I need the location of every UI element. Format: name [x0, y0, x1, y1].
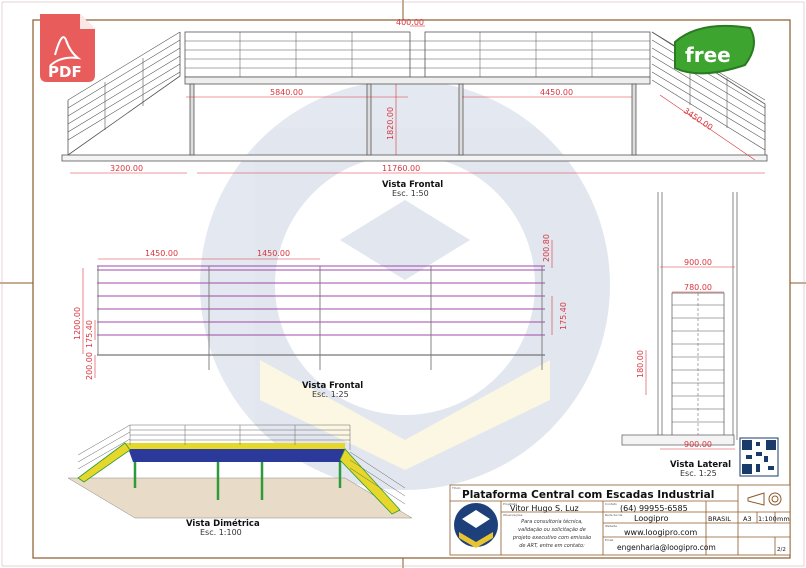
front-view-mid — [97, 265, 545, 370]
view-scale: Esc. 1:50 — [392, 189, 429, 198]
view-title: Vista Lateral — [670, 460, 731, 470]
obs-line: validação ou solicitação de — [518, 527, 586, 533]
scale: 1:100 — [758, 515, 777, 523]
obs-line: Para consultoria técnica, — [521, 518, 583, 525]
label: Título — [451, 486, 461, 490]
dim-step: 180.00 — [636, 350, 645, 378]
social: Loogipro — [634, 514, 669, 523]
dim-stair-run: 3200.00 — [110, 164, 143, 173]
contact-phone: (64) 99955-6585 — [620, 504, 688, 513]
watermark-logo — [200, 80, 610, 490]
dim-rail-spacing-right: 175.40 — [559, 302, 568, 330]
front-view-mid-dimensions — [82, 240, 553, 378]
label: Email — [605, 538, 613, 542]
drawing-title: Plataforma Central com Escadas Industria… — [462, 489, 714, 501]
lateral-view — [621, 192, 738, 446]
pdf-badge-icon: PDF — [40, 14, 95, 82]
obs-line: de ART, entre em contato: — [519, 543, 585, 549]
dim-inner: 780.00 — [684, 283, 712, 292]
dim-height: 1820.00 — [386, 107, 395, 140]
unit: mm — [777, 515, 790, 523]
qr-code — [739, 437, 779, 477]
front-view-top-dimensions — [70, 25, 765, 174]
sheet-size: A3 — [743, 515, 752, 523]
view-scale: Esc. 1:25 — [680, 469, 717, 478]
dim-post: 200.00 — [85, 352, 94, 380]
pdf-label: PDF — [48, 63, 82, 81]
title-block-logo — [454, 503, 498, 548]
label: Observações — [503, 513, 523, 517]
country: BRASIL — [708, 515, 731, 523]
dim-rail-height: 1200.00 — [73, 307, 82, 340]
view-title: Vista Dimétrica — [186, 518, 260, 529]
dim-bay-1: 1450.00 — [145, 249, 178, 258]
projection-symbol-icon — [747, 492, 782, 506]
dim-stair-diag: 3450.00 — [682, 106, 714, 132]
dim-top-rail: 200.80 — [542, 234, 551, 262]
dim-gap: 400.00 — [396, 18, 424, 27]
view-scale: Esc. 1:100 — [200, 528, 242, 537]
free-badge-icon: free — [674, 24, 755, 75]
designer: Vitor Hugo S. Luz — [510, 504, 579, 513]
dim-rail-spacing-left: 175.40 — [85, 320, 94, 348]
label: Rede Social — [605, 513, 623, 517]
free-label: free — [685, 43, 731, 67]
label: Contato — [605, 502, 617, 506]
dim-left-span: 5840.00 — [270, 88, 303, 97]
view-title: Vista Frontal — [302, 381, 363, 391]
dim-total: 11760.00 — [382, 164, 420, 173]
title-block — [449, 484, 791, 556]
view-scale: Esc. 1:25 — [312, 390, 349, 399]
lateral-dimensions — [645, 266, 735, 450]
email-link[interactable]: engenharia@loogipro.com — [617, 543, 716, 552]
dim-base: 900.00 — [684, 440, 712, 449]
dim-outer: 900.00 — [684, 258, 712, 267]
label: Projetista — [503, 502, 517, 506]
dim-right-span: 4450.00 — [540, 88, 573, 97]
label: Website — [605, 524, 617, 528]
dimetric-view — [67, 424, 413, 519]
website-link[interactable]: www.loogipro.com — [624, 528, 698, 537]
front-view-top — [61, 31, 768, 162]
dim-bay-2: 1450.00 — [257, 249, 290, 258]
view-title: Vista Frontal — [382, 180, 443, 190]
obs-line: projeto executivo com emissão — [512, 535, 591, 541]
page-number: 2/2 — [777, 547, 786, 553]
